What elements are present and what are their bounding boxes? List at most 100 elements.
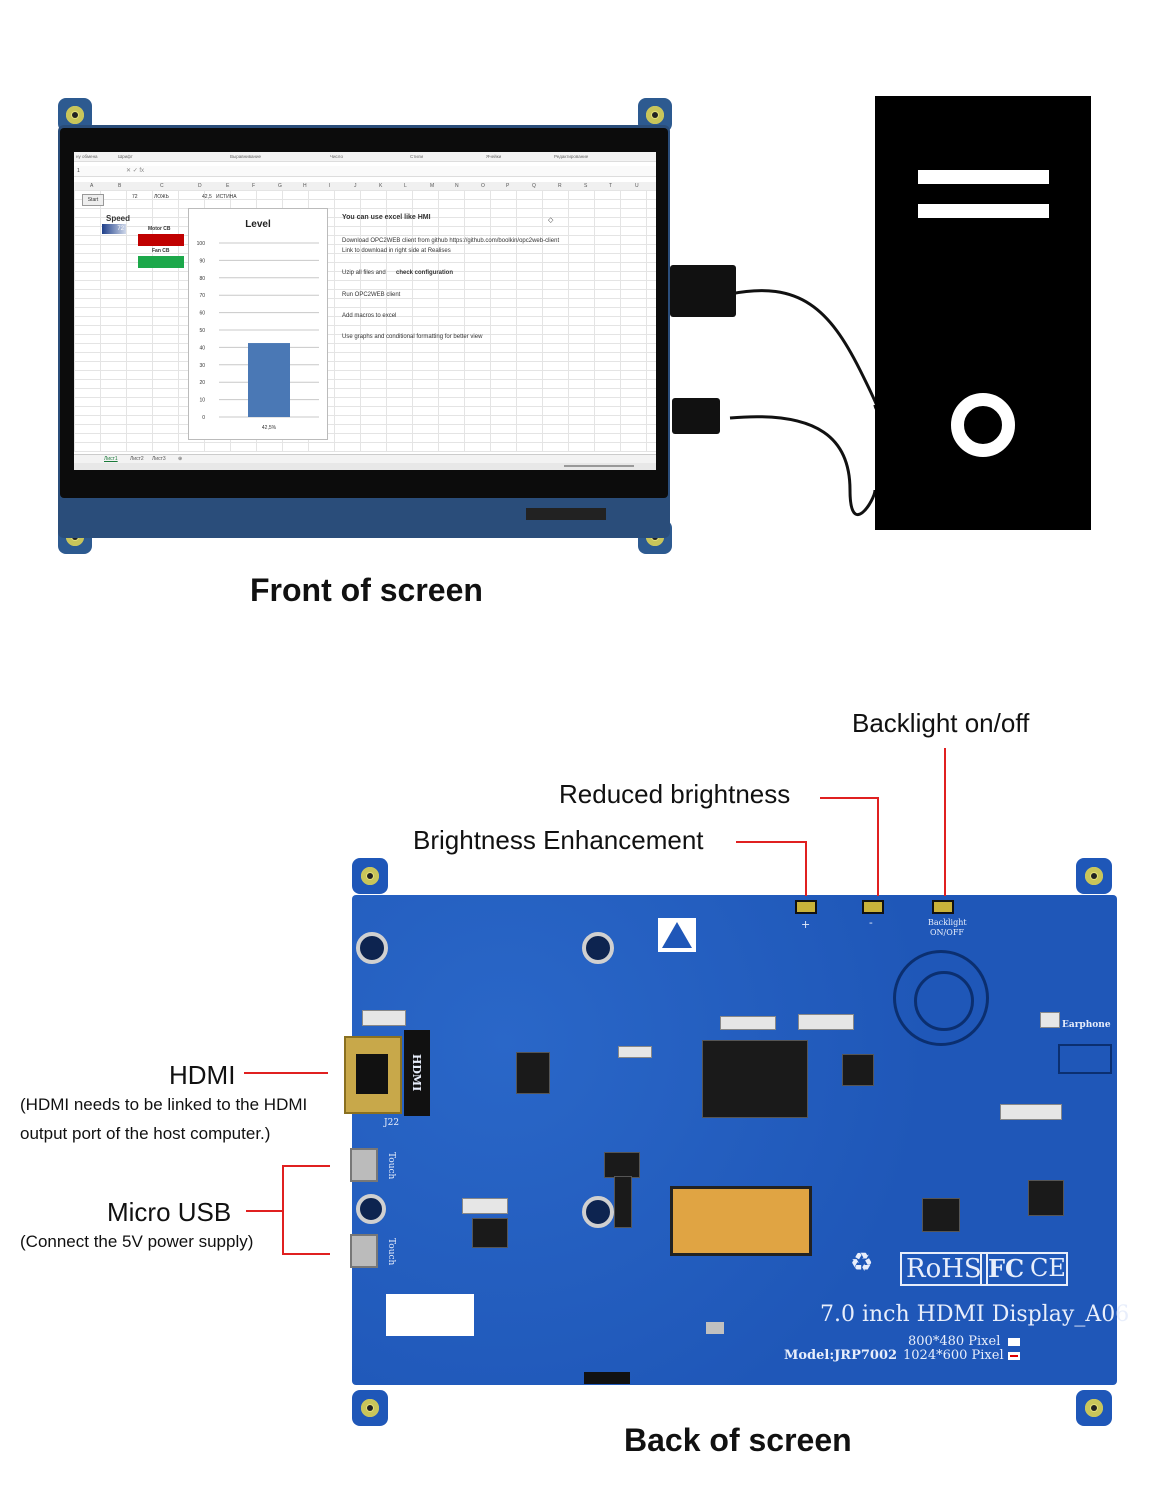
ribbon-item[interactable]: Шрифт	[118, 154, 133, 159]
col-header[interactable]: B	[118, 183, 122, 189]
col-header[interactable]: D	[198, 183, 202, 189]
ribbon-item[interactable]: Число	[330, 154, 343, 159]
earphone-silk: Earphone	[1062, 1020, 1111, 1030]
col-header[interactable]: F	[252, 183, 256, 189]
col-header[interactable]: Q	[532, 183, 536, 189]
cell-b1[interactable]: 72	[132, 194, 138, 200]
y-tick-label: 30	[199, 363, 205, 369]
buzzer-inner	[914, 971, 974, 1031]
usb-callout-line-bottom	[282, 1253, 330, 1255]
formula-bar: 1 ✕ ✓ fx	[74, 166, 656, 177]
y-tick-label: 20	[199, 380, 205, 386]
brightness-down-switch[interactable]	[862, 900, 884, 914]
product-name-silk: 7.0 inch HDMI Display_A06	[820, 1302, 1130, 1327]
speed-label: Speed	[106, 214, 131, 223]
mount-hole-icon	[361, 1399, 379, 1417]
col-header[interactable]: J	[354, 183, 357, 189]
hmi-line: Add macros to excel	[342, 313, 397, 319]
col-header[interactable]: A	[90, 183, 94, 189]
res-1024-silk: 1024*600 Pixel	[903, 1348, 1004, 1363]
start-button[interactable]: Start	[82, 194, 104, 206]
fan-cb-indicator[interactable]	[138, 256, 184, 268]
mount-ear-bl	[352, 1390, 388, 1426]
micro-usb-port-1[interactable]	[350, 1148, 378, 1182]
drive-bay-icon	[918, 170, 1049, 184]
ribbon-item[interactable]: Выравнивание	[230, 154, 261, 159]
micro-usb-port-2[interactable]	[350, 1234, 378, 1268]
sheet-tab[interactable]: Лист3	[152, 456, 166, 462]
col-header[interactable]: H	[303, 183, 307, 189]
y-tick-label: 50	[199, 328, 205, 334]
col-header[interactable]: M	[430, 183, 435, 189]
col-header[interactable]: L	[404, 183, 407, 189]
hmi-line: Download OPC2WEB client from github http…	[342, 238, 560, 244]
cell-d1[interactable]: 42,5	[202, 194, 212, 200]
reduced-brightness-callout: Reduced brightness	[559, 779, 791, 809]
power-button-icon	[951, 393, 1015, 457]
ic-chip	[604, 1152, 640, 1178]
sheet-tab[interactable]: Лист1	[104, 456, 118, 462]
hmi-line: Uzip all files and	[342, 270, 386, 276]
ce-mark: CE	[1030, 1254, 1066, 1282]
smd-resistors	[798, 1014, 854, 1030]
ribbon-item[interactable]: ну обмена	[76, 154, 98, 159]
hmi-line: Run OPC2WEB client	[342, 292, 401, 298]
back-caption: Back of screen	[624, 1422, 852, 1458]
smd-caps	[1040, 1012, 1060, 1028]
usb-plug	[672, 398, 720, 434]
col-header[interactable]: C	[160, 183, 164, 189]
ribbon-item[interactable]: Редактирование	[554, 154, 589, 159]
reduced-callout-line-h	[820, 797, 878, 799]
buzzer-outline	[893, 950, 989, 1046]
y-tick-label: 60	[199, 311, 205, 317]
col-header[interactable]: E	[226, 183, 230, 189]
main-controller-chip	[702, 1040, 808, 1118]
pin-header	[618, 1046, 652, 1058]
fc-ce-frame: FC CE	[980, 1252, 1068, 1286]
col-header[interactable]: U	[635, 183, 639, 189]
touch-silk: Touch	[386, 1238, 396, 1266]
y-tick-label: 100	[197, 241, 206, 247]
hdmi-port[interactable]	[344, 1036, 402, 1114]
col-header[interactable]: I	[329, 183, 331, 189]
col-header[interactable]: P	[506, 183, 510, 189]
motor-cb-label: Motor CB	[148, 226, 171, 232]
cell-grid[interactable]	[74, 190, 656, 452]
motor-cb-indicator[interactable]	[138, 234, 184, 246]
test-pads	[706, 1322, 724, 1334]
col-header[interactable]: O	[481, 183, 485, 189]
ribbon-item[interactable]: Ячейки	[486, 154, 502, 159]
check-mark-icon	[1010, 1355, 1018, 1357]
ribbon-item[interactable]: Стили	[410, 154, 423, 159]
cell-e1[interactable]: ИСТИНА	[216, 194, 237, 200]
y-tick-label: 80	[199, 276, 205, 282]
add-sheet-icon[interactable]: ⊕	[178, 456, 183, 462]
weee-bin-icon: ♻	[850, 1248, 874, 1278]
mount-hole-icon	[1085, 867, 1103, 885]
mount-hole-icon	[646, 106, 664, 124]
brightness-up-switch[interactable]	[795, 900, 817, 914]
formula-icons: ✕ ✓ fx	[126, 168, 145, 174]
ic-chip	[922, 1198, 960, 1232]
mount-ear-tr	[1076, 858, 1112, 894]
y-tick-label: 10	[199, 398, 205, 404]
col-header[interactable]: R	[558, 183, 562, 189]
enhance-callout-line-v	[805, 841, 807, 896]
col-header[interactable]: S	[584, 183, 588, 189]
sheet-tab[interactable]: Лист2	[130, 456, 144, 462]
cell-c1[interactable]: ЛОЖЬ	[154, 194, 169, 200]
earphone-jack[interactable]	[1058, 1044, 1112, 1074]
usb-callout-line-top	[282, 1165, 330, 1167]
zoom-slider[interactable]	[564, 465, 634, 467]
backlight-switch[interactable]	[932, 900, 954, 914]
usb-callout-line-h	[246, 1210, 284, 1212]
name-box[interactable]: 1	[77, 168, 80, 174]
front-caption: Front of screen	[250, 572, 483, 608]
speed-databar[interactable]: 72	[102, 224, 126, 234]
smd-resistors	[362, 1010, 406, 1026]
col-header[interactable]: N	[455, 183, 459, 189]
col-header[interactable]: K	[379, 183, 383, 189]
col-header[interactable]: T	[609, 183, 613, 189]
col-header[interactable]: G	[278, 183, 282, 189]
